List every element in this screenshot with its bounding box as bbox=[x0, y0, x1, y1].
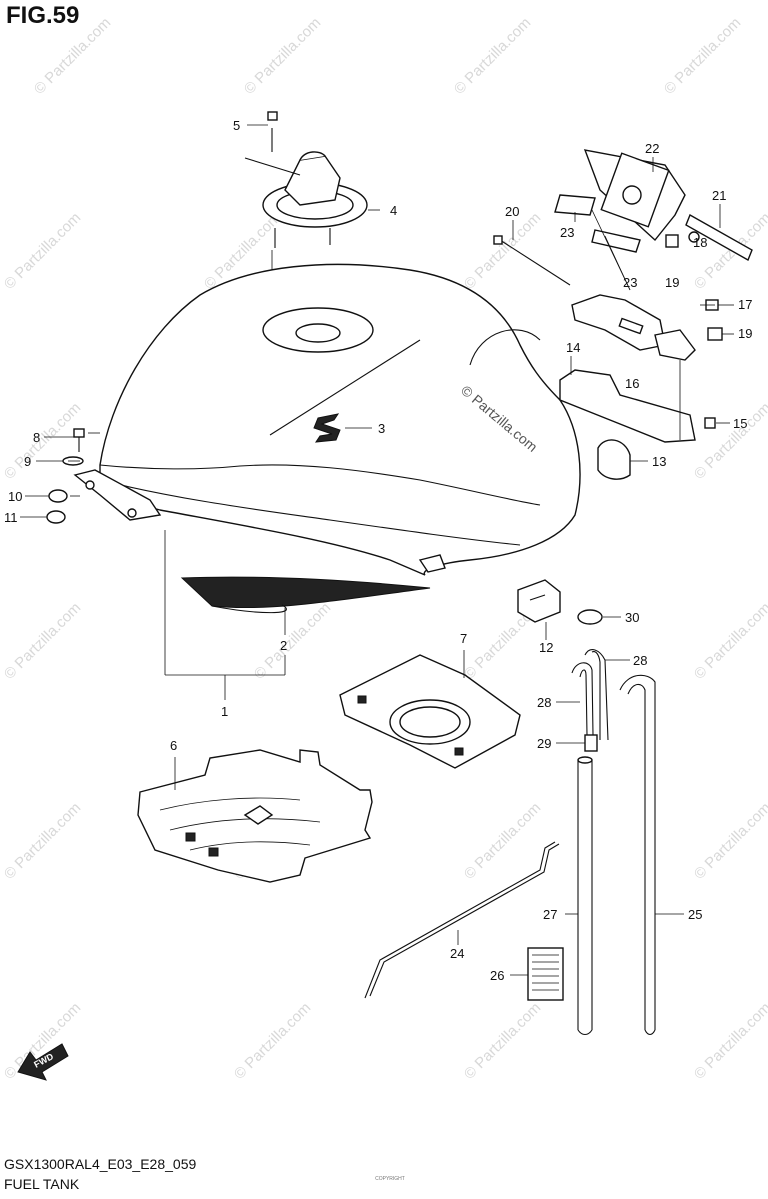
callout-14: 14 bbox=[566, 340, 580, 355]
callout-28b: 28 bbox=[537, 695, 551, 710]
callout-23b: 23 bbox=[623, 275, 637, 290]
watermark: © Partzilla.com bbox=[461, 999, 544, 1082]
watermark: © Partzilla.com bbox=[451, 14, 534, 97]
callout-16: 16 bbox=[625, 376, 639, 391]
fuel-tank: © Partzilla.com bbox=[73, 263, 581, 576]
callout-20: 20 bbox=[505, 204, 519, 219]
callout-29: 29 bbox=[537, 736, 551, 751]
tank-trim-strip bbox=[180, 576, 431, 614]
callout-13: 13 bbox=[652, 454, 666, 469]
callout-4: 4 bbox=[390, 203, 397, 218]
watermark: © Partzilla.com bbox=[31, 14, 114, 97]
callout-3: 3 bbox=[378, 421, 385, 436]
callout-27: 27 bbox=[543, 907, 557, 922]
callout-7: 7 bbox=[460, 631, 467, 646]
fwd-arrow-icon: FWD bbox=[17, 1043, 69, 1081]
callout-9: 9 bbox=[24, 454, 31, 469]
watermark: © Partzilla.com bbox=[1, 209, 84, 292]
watermark: © Partzilla.com bbox=[1, 599, 84, 682]
watermark: © Partzilla.com bbox=[1, 799, 84, 882]
callout-25: 25 bbox=[688, 907, 702, 922]
callout-19a: 19 bbox=[665, 275, 679, 290]
callout-30: 30 bbox=[625, 610, 639, 625]
callout-26: 26 bbox=[490, 968, 504, 983]
watermark: © Partzilla.com bbox=[691, 399, 768, 482]
tank-mount-assembly bbox=[493, 149, 753, 480]
callout-28a: 28 bbox=[633, 653, 647, 668]
fuel-cap-assembly bbox=[244, 111, 380, 310]
callout-23a: 23 bbox=[560, 225, 574, 240]
watermark: © Partzilla.com bbox=[691, 999, 768, 1082]
rod bbox=[364, 841, 560, 999]
callout-17: 17 bbox=[738, 297, 752, 312]
callout-15: 15 bbox=[733, 416, 747, 431]
callout-12: 12 bbox=[539, 640, 553, 655]
hoses bbox=[565, 649, 684, 1036]
callout-1: 1 bbox=[221, 704, 228, 719]
watermark: © Partzilla.com bbox=[241, 14, 324, 97]
callout-2: 2 bbox=[280, 638, 287, 653]
callout-labels: 1 2 3 4 5 6 7 8 9 10 11 12 13 14 15 16 1… bbox=[4, 118, 752, 983]
callout-22: 22 bbox=[645, 141, 659, 156]
watermark: © Partzilla.com bbox=[661, 14, 744, 97]
callout-18: 18 bbox=[693, 235, 707, 250]
tank-mat bbox=[137, 749, 373, 883]
callout-8: 8 bbox=[33, 430, 40, 445]
bracket-1 bbox=[164, 530, 286, 700]
figure-title: FIG.59 bbox=[6, 2, 80, 29]
watermark: © Partzilla.com bbox=[461, 209, 544, 292]
watermark: © Partzilla.com bbox=[691, 599, 768, 682]
callout-6: 6 bbox=[170, 738, 177, 753]
watermark: © Partzilla.com bbox=[461, 799, 544, 882]
copyright-note: COPYRIGHT bbox=[375, 1176, 405, 1182]
label-sheet bbox=[527, 947, 564, 1001]
watermark: © Partzilla.com bbox=[231, 999, 314, 1082]
model-code: GSX1300RAL4_E03_E28_059 bbox=[4, 1156, 197, 1172]
cushions bbox=[517, 579, 603, 640]
watermark: © Partzilla.com bbox=[251, 599, 334, 682]
left-fasteners bbox=[46, 428, 100, 524]
figure-caption: FUEL TANK bbox=[4, 1176, 80, 1192]
callout-24: 24 bbox=[450, 946, 464, 961]
tank-plate bbox=[339, 650, 521, 769]
callout-10: 10 bbox=[8, 489, 22, 504]
callout-11: 11 bbox=[4, 510, 18, 525]
callout-21: 21 bbox=[712, 188, 726, 203]
watermark: © Partzilla.com bbox=[1, 399, 84, 482]
callout-19b: 19 bbox=[738, 326, 752, 341]
watermark: © Partzilla.com bbox=[691, 799, 768, 882]
callout-5: 5 bbox=[233, 118, 240, 133]
